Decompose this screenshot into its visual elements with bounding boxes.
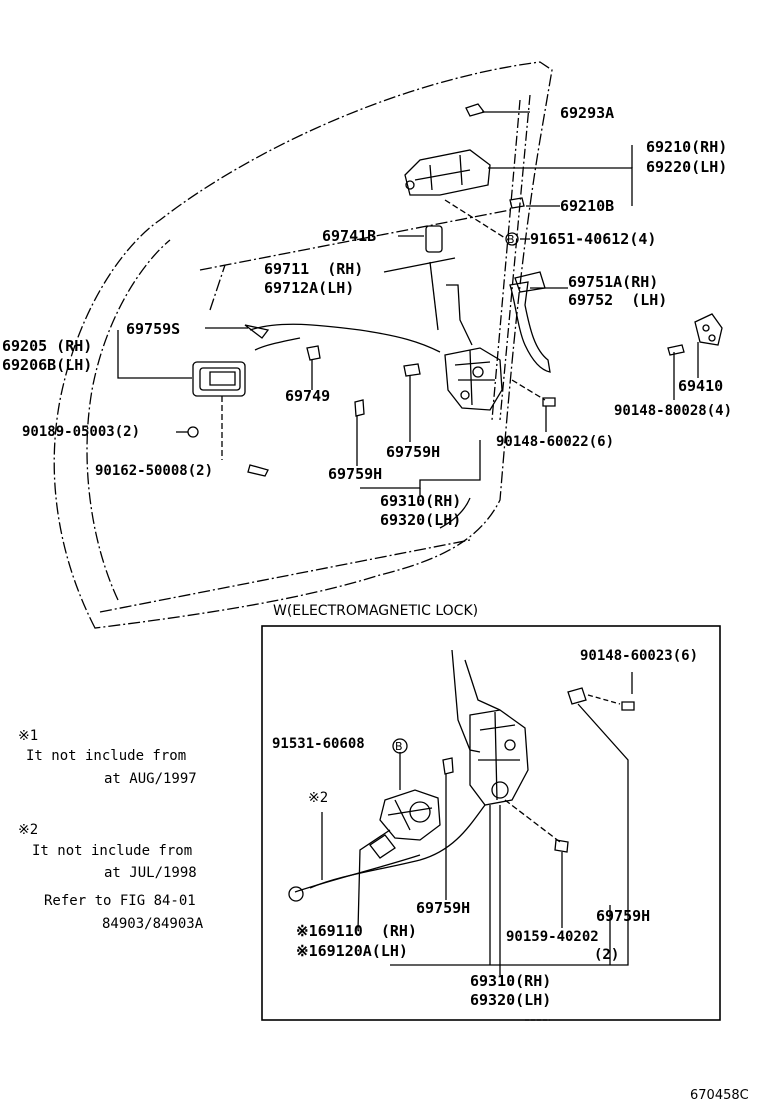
part-label-69220-lh: 69220(LH) (646, 158, 728, 176)
note-1-line-1: It not include from (26, 748, 187, 764)
part-label-69310-rh-inset: 69310(RH) (470, 972, 552, 990)
part-label-69210B: 69210B (560, 197, 615, 215)
part-label-91651: 91651-40612(4) (530, 230, 657, 248)
part-label-69759S: 69759S (126, 320, 181, 338)
part-label-69752-lh: 69752 (LH) (568, 291, 668, 309)
part-label-69410: 69410 (678, 377, 724, 395)
refer-line-1: Refer to FIG 84-01 (44, 893, 196, 909)
note-2-mark: ※2 (18, 822, 39, 838)
part-label-69759H-inset-a: 69759H (416, 899, 471, 917)
part-label-90159-qty: (2) (594, 947, 620, 963)
part-label-69759H-upper-a: 69759H (386, 443, 441, 461)
part-label-90162: 90162-50008(2) (95, 463, 214, 479)
part-label-69293A: 69293A (560, 104, 615, 122)
note-2-line-1: It not include from (32, 843, 193, 859)
inset-frame (261, 625, 721, 1021)
part-label-90148-60022: 90148-60022(6) (496, 434, 615, 450)
part-label-69751A-rh: 69751A(RH) (568, 273, 659, 291)
part-label-90189: 90189-05003(2) (22, 424, 141, 440)
part-label-91531: 91531-60608 (272, 736, 365, 752)
part-label-69110-rh: ※169110 (RH) (296, 922, 417, 940)
part-label-69320-lh-inset: 69320(LH) (470, 991, 552, 1009)
part-label-69205-rh: 69205 (RH) (2, 337, 93, 355)
part-label-69310-rh: 69310(RH) (380, 492, 462, 510)
refer-line-2: 84903/84903A (102, 916, 204, 932)
inside-handle-part (192, 361, 246, 397)
part-label-90148-80028: 90148-80028(4) (614, 403, 733, 419)
inset-title: W(ELECTROMAGNETIC LOCK) (273, 603, 479, 619)
inset-lock-body (309, 649, 529, 889)
note-1-line-2: at AUG/1997 (104, 771, 197, 787)
note-1-mark: ※1 (18, 728, 39, 744)
part-label-90159: 90159-40202 (506, 929, 599, 945)
actuator-part (369, 789, 441, 859)
bolt-marker-upper: B (507, 233, 515, 246)
upper-lock-body (444, 347, 503, 411)
figure-code: 670458C (690, 1088, 749, 1103)
part-label-69749: 69749 (285, 387, 331, 405)
note-2-line-2: at JUL/1998 (104, 865, 197, 881)
part-label-69712A-lh: 69712A(LH) (264, 279, 355, 297)
part-label-69711-rh: 69711 (RH) (264, 260, 364, 278)
part-label-69206B-lh: 69206B(LH) (2, 356, 93, 374)
part-label-69759H-upper-b: 69759H (328, 465, 383, 483)
note-mark-2-inset: ※2 (308, 790, 329, 806)
part-label-69210-rh: 69210(RH) (646, 138, 728, 156)
part-label-69320-lh: 69320(LH) (380, 511, 462, 529)
part-label-69120A-lh: ※169120A(LH) (296, 942, 408, 960)
door-outline (53, 61, 553, 629)
part-label-90148-60023: 90148-60023(6) (580, 648, 699, 664)
bolt-marker-inset: B (395, 740, 403, 753)
part-label-69741B: 69741B (322, 227, 377, 245)
part-label-69759H-inset-b: 69759H (596, 907, 651, 925)
outside-handle-part (404, 149, 491, 196)
